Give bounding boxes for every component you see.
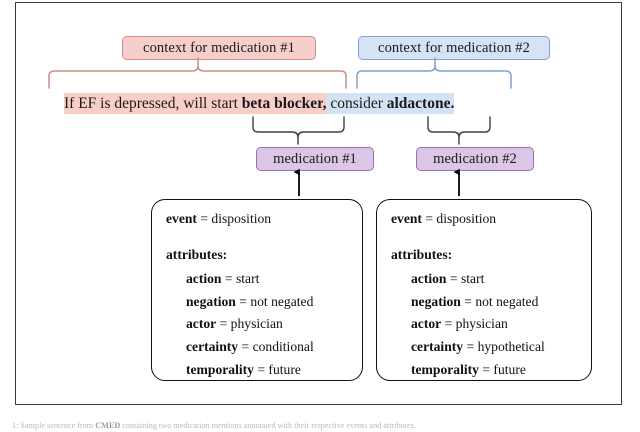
attribute-key: actor — [411, 316, 442, 332]
attribute-equals: = — [441, 316, 456, 332]
event-value: disposition — [211, 211, 272, 226]
attribute-equals: = — [216, 316, 231, 332]
annotation-box-medication-2: event = disposition attributes: action =… — [376, 199, 592, 381]
caption-prefix: 1: Sample sentence from — [12, 421, 96, 430]
attributes-header: attributes: — [166, 246, 228, 262]
sentence-blue-suffix: . — [450, 93, 455, 114]
attribute-row-temporality: temporality = future — [186, 361, 362, 377]
attribute-row-certainty: certainty = conditional — [186, 340, 362, 354]
attribute-key: negation — [186, 293, 236, 309]
attribute-key: action — [411, 271, 447, 287]
attribute-equals: = — [478, 361, 494, 377]
attribute-value: physician — [455, 316, 508, 332]
attribute-key: actor — [186, 316, 217, 332]
attribute-equals: = — [253, 361, 269, 377]
event-value: disposition — [436, 211, 497, 226]
attributes-header: attributes: — [391, 246, 453, 262]
attribute-key: temporality — [186, 361, 254, 377]
figure-caption: 1: Sample sentence from CMED containing … — [12, 420, 632, 431]
attribute-value: hypothetical — [477, 338, 545, 354]
medication-label-1: medication #1 — [256, 147, 374, 171]
attribute-equals: = — [460, 293, 476, 309]
attribute-value: physician — [230, 316, 283, 332]
sentence-pink-prefix: If EF is depressed, will start — [64, 93, 242, 114]
attribute-equals: = — [221, 271, 236, 287]
attribute-value: not negated — [475, 293, 539, 309]
attribute-key: temporality — [411, 361, 479, 377]
attribute-row-temporality: temporality = future — [411, 361, 591, 377]
context-label-medication-2: context for medication #2 — [358, 36, 550, 60]
context-label-medication-1: context for medication #1 — [122, 36, 316, 60]
attribute-equals: = — [238, 338, 253, 354]
attribute-value: not negated — [250, 293, 314, 309]
figure-frame: context for medication #1 context for me… — [15, 2, 622, 405]
attribute-row-action: action = start — [411, 272, 591, 286]
attribute-row-negation: negation = not negated — [186, 293, 362, 309]
attribute-equals: = — [463, 338, 478, 354]
event-key: event — [166, 211, 197, 226]
attribute-equals: = — [235, 293, 251, 309]
caption-dataset-name: CMED — [95, 421, 121, 430]
event-equals: = — [196, 211, 212, 226]
event-equals: = — [421, 211, 437, 226]
attribute-row-action: action = start — [186, 272, 362, 286]
attribute-key: action — [186, 271, 222, 287]
sentence-pink-suffix: , — [322, 93, 327, 114]
attribute-value: future — [493, 361, 526, 377]
medication-mention-2: aldactone — [386, 93, 451, 114]
sentence-blue-prefix: consider — [326, 93, 387, 114]
attribute-value: start — [460, 271, 485, 287]
annotation-box-medication-1: event = disposition attributes: action =… — [151, 199, 363, 381]
attribute-row-certainty: certainty = hypothetical — [411, 340, 591, 354]
attribute-key: negation — [411, 293, 461, 309]
attribute-row-actor: actor = physician — [411, 317, 591, 331]
attribute-value: conditional — [252, 338, 314, 354]
attribute-key: certainty — [411, 338, 464, 354]
event-key: event — [391, 211, 422, 226]
attribute-row-negation: negation = not negated — [411, 293, 591, 309]
caption-rest: containing two medication mentions annot… — [120, 421, 416, 430]
medication-label-2: medication #2 — [416, 147, 534, 171]
attribute-equals: = — [446, 271, 461, 287]
attribute-value: future — [268, 361, 301, 377]
attribute-key: certainty — [186, 338, 239, 354]
attribute-value: start — [235, 271, 260, 287]
clinical-sentence: If EF is depressed, will start beta bloc… — [64, 93, 455, 115]
attribute-row-actor: actor = physician — [186, 317, 362, 331]
medication-mention-1: beta blocker — [241, 93, 323, 114]
event-line: event = disposition — [391, 212, 591, 226]
event-line: event = disposition — [166, 212, 362, 226]
